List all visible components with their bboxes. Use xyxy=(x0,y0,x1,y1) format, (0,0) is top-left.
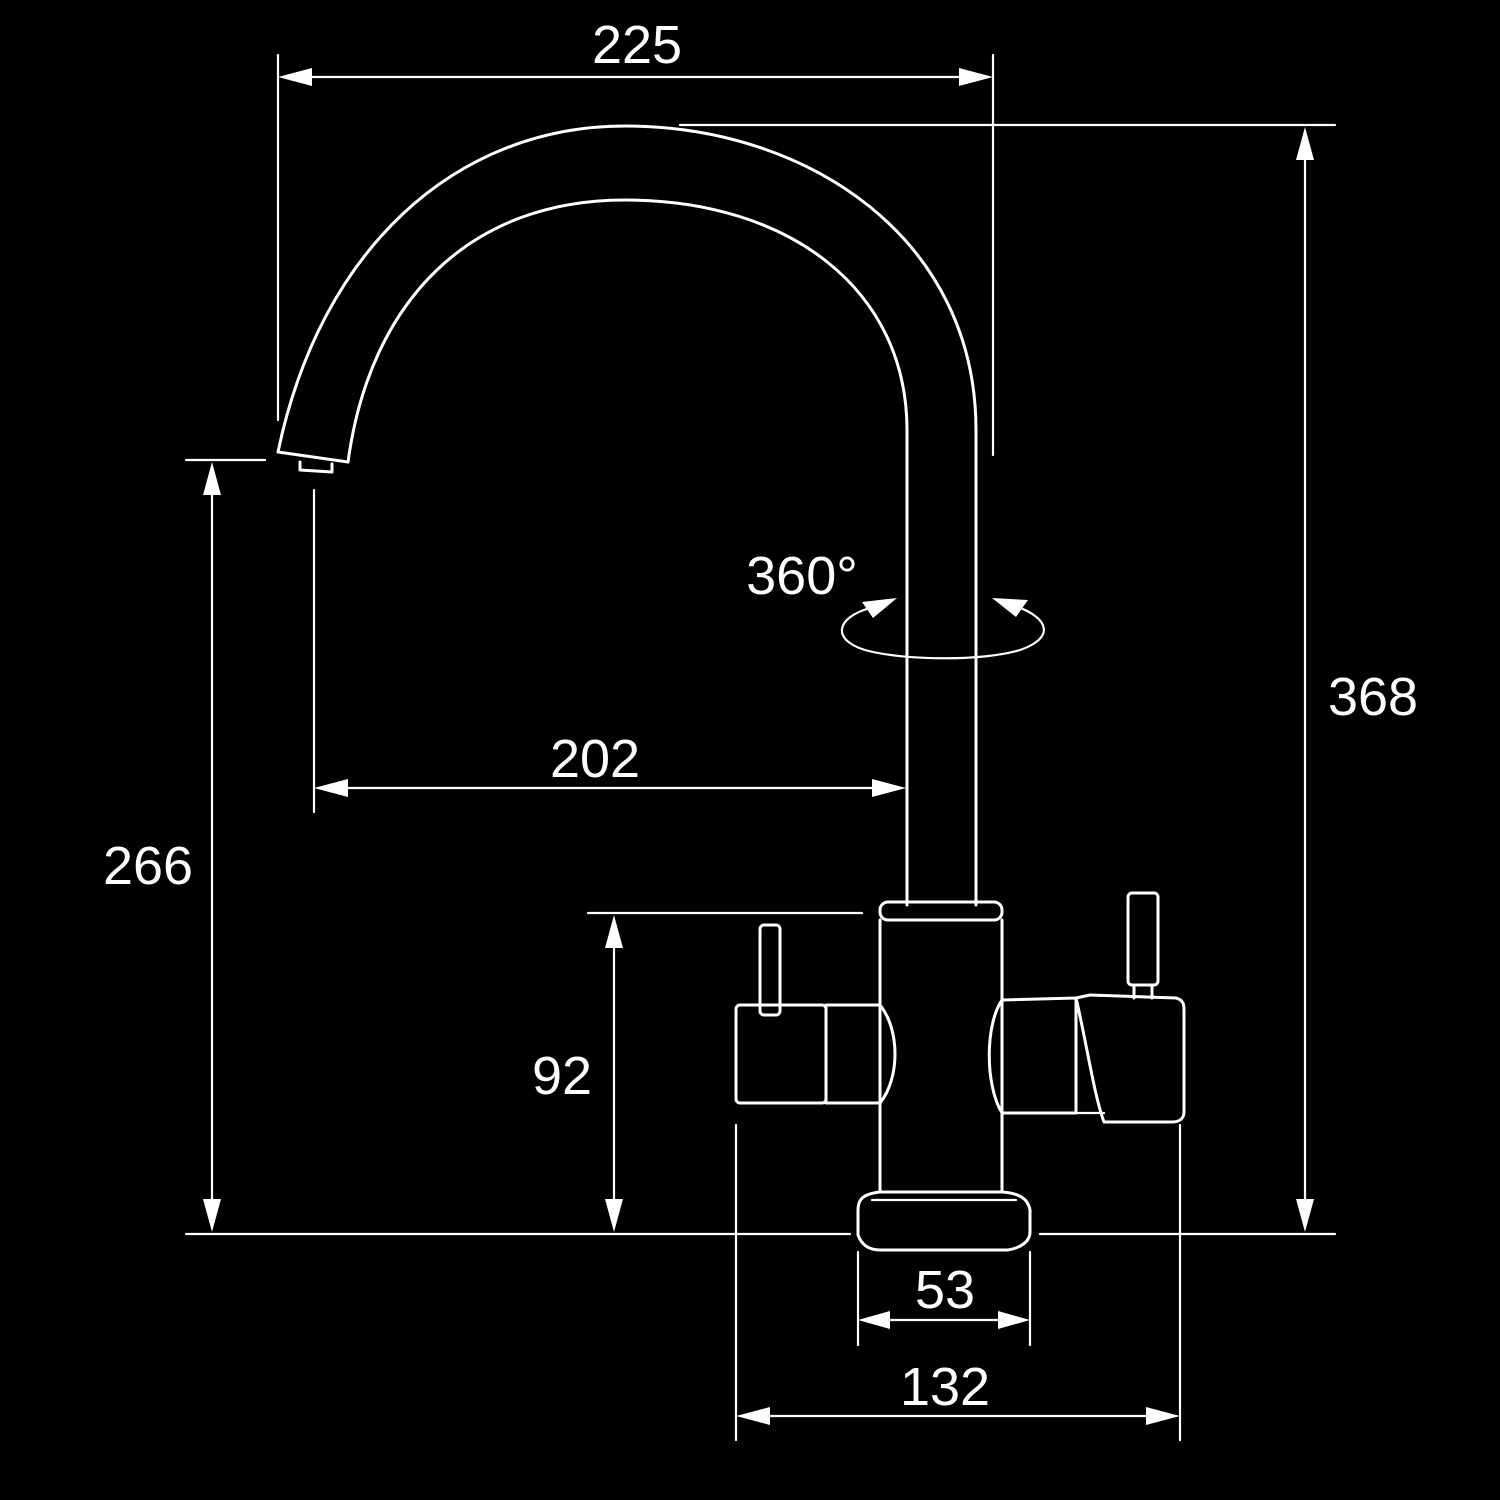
spout-inner-line xyxy=(346,198,909,907)
arrow-266-bottom xyxy=(203,1199,221,1232)
right-lever-neck xyxy=(1132,983,1154,1000)
label-132: 132 xyxy=(900,1357,990,1417)
faucet-outline xyxy=(276,124,1186,1252)
arrow-53-right xyxy=(998,1311,1030,1329)
label-360: 360° xyxy=(746,546,858,606)
aerator xyxy=(298,460,334,474)
arrow-225-right xyxy=(959,68,993,86)
label-225: 225 xyxy=(592,15,682,75)
spout-tip xyxy=(276,450,350,464)
dimension-labels: 225 368 266 202 360° 92 53 132 xyxy=(103,15,1418,1417)
label-202: 202 xyxy=(550,729,640,789)
left-housing xyxy=(824,1003,897,1105)
arrow-132-right xyxy=(1146,1407,1180,1425)
rotation-indicator xyxy=(840,598,1045,660)
arrow-53-left xyxy=(858,1311,890,1329)
left-lever xyxy=(758,923,782,1017)
dimension-lines xyxy=(184,53,1337,1442)
label-368: 368 xyxy=(1328,667,1418,727)
arrow-368-bottom xyxy=(1296,1199,1314,1232)
arrow-92-bottom xyxy=(605,1199,623,1232)
rotation-arrow-right xyxy=(992,598,1028,617)
base-ring xyxy=(856,1190,1032,1252)
arrow-266-top xyxy=(203,462,221,495)
arrow-132-left xyxy=(736,1407,770,1425)
rotation-arrow-left xyxy=(862,598,897,618)
spout-outer-line xyxy=(276,124,978,907)
left-handle-block xyxy=(734,1003,828,1105)
right-housing xyxy=(987,996,1078,1115)
rotation-arc xyxy=(840,604,1045,660)
arrow-202-left xyxy=(314,779,348,797)
arrow-368-top xyxy=(1296,127,1314,160)
body-sides xyxy=(878,918,1004,1194)
right-handle-block xyxy=(1074,993,1186,1124)
label-53: 53 xyxy=(915,1260,975,1320)
label-92: 92 xyxy=(532,1046,592,1106)
label-266: 266 xyxy=(103,836,193,896)
body-collar xyxy=(878,900,1004,922)
arrow-92-top xyxy=(605,915,623,948)
arrow-202-right xyxy=(872,779,906,797)
arrow-225-left xyxy=(278,68,312,86)
right-lever xyxy=(1126,891,1160,987)
